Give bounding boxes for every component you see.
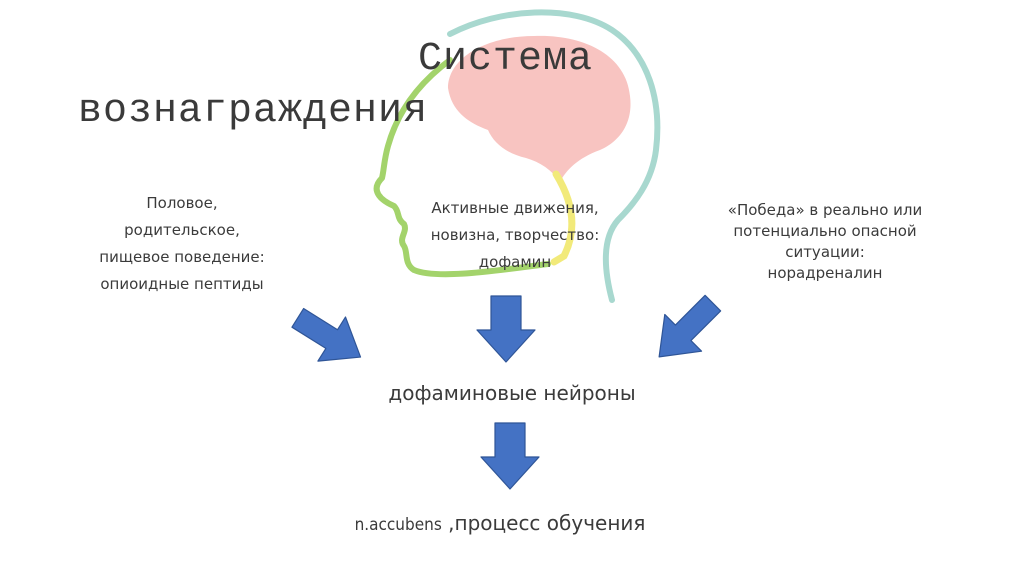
left-text-line: Половое, (146, 194, 218, 212)
right-text-line: норадреналин (767, 264, 883, 282)
bottom-node: n.accubens ,процесс обучения (300, 511, 700, 535)
right-text-block: «Победа» в реально или потенциально опас… (700, 200, 950, 284)
title-line-1: Система (418, 37, 594, 82)
arrow-from-left (291, 307, 362, 362)
dopamine-neurons-label: дофаминовые нейроны (388, 381, 636, 405)
right-text-line: ситуации: (785, 243, 865, 261)
right-text-line: потенциально опасной (733, 222, 917, 240)
head-outline (447, 9, 661, 303)
left-text-line: родительское, (124, 221, 240, 239)
arrow-from-right (658, 294, 722, 358)
arrow-from-middle (476, 295, 536, 363)
middle-text-line: дофамин (478, 253, 552, 271)
brainstem (550, 170, 576, 266)
middle-text-block: Активные движения, новизна, творчество: … (410, 198, 620, 279)
accumbens-term: n.accubens (354, 515, 442, 535)
right-text-line: «Победа» в реально или (727, 201, 923, 219)
middle-text-line: Активные движения, (431, 199, 599, 217)
arrow-to-bottom (480, 422, 540, 490)
title-line-2: вознаграждения (78, 89, 429, 134)
face-profile (373, 57, 551, 278)
left-text-line: опиоидные пептиды (100, 275, 264, 293)
brain-shape (448, 35, 631, 183)
left-text-block: Половое, родительское, пищевое поведение… (72, 193, 292, 301)
left-text-line: пищевое поведение: (99, 248, 265, 266)
learning-process-label: ,процесс обучения (448, 511, 646, 535)
middle-text-line: новизна, творчество: (430, 226, 600, 244)
